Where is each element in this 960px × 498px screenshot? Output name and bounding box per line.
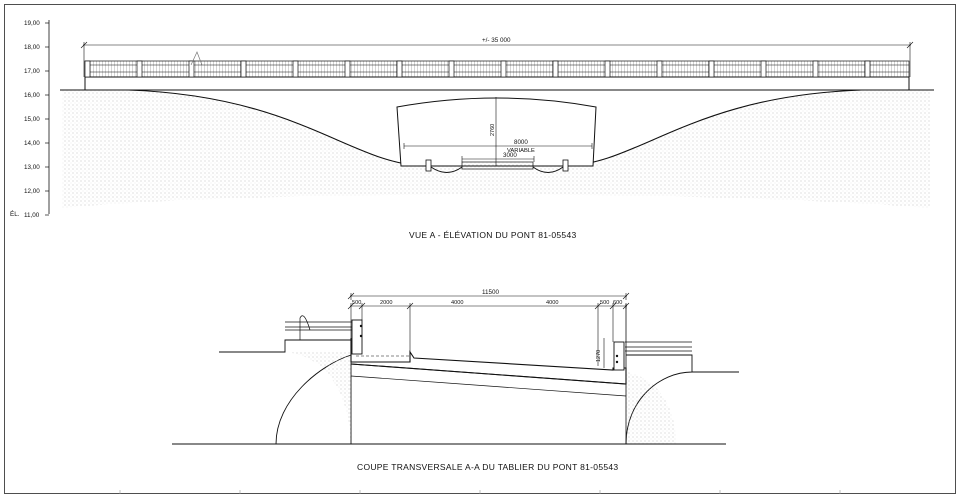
- dim-500-right: 500: [600, 300, 609, 306]
- ground-fill: [62, 90, 930, 208]
- railing-post: [500, 60, 507, 78]
- elevation-view: 2760 8000 VARIABLE 3000: [60, 37, 934, 208]
- overall-length-label: +/- 35 000: [482, 37, 511, 44]
- railing-post: [656, 60, 663, 78]
- right-footing: [562, 159, 569, 172]
- railing-post: [812, 60, 819, 78]
- scale-label: 17,00: [24, 68, 40, 75]
- dim-4000-b: 4000: [546, 300, 558, 306]
- railing-post: [604, 60, 611, 78]
- railing-post: [448, 60, 455, 78]
- elevation-scale: 19,00 18,00 17,00 16,00 15,00 14,00 13,00 12,00…: [10, 20, 50, 219]
- railing-post: [864, 60, 871, 78]
- right-curb-post: [613, 341, 625, 371]
- elevation-prefix: ÉL.: [10, 209, 20, 218]
- dim-600: 600: [613, 300, 622, 306]
- left-footing: [425, 159, 432, 172]
- cross-section-title: COUPE TRANSVERSALE A-A DU TABLIER DU PON…: [357, 462, 619, 472]
- scale-label: 11,00: [24, 212, 40, 219]
- total-width-label: 11500: [482, 289, 500, 296]
- utility-sign: [190, 51, 203, 66]
- cross-section: 11500 500 2000 4000 4000 500 600 1270: [172, 289, 739, 445]
- elevation-view-title: VUE A - ÉLÉVATION DU PONT 81-05543: [409, 230, 577, 240]
- stream-channel: [461, 161, 534, 170]
- curb-height-label: 1270: [596, 350, 602, 362]
- scale-label: 15,00: [24, 116, 40, 123]
- railing-post: [708, 60, 715, 78]
- railing-post: [188, 60, 195, 78]
- culvert-arch: [396, 97, 597, 167]
- dim-2000: 2000: [380, 300, 392, 306]
- railing-post: [84, 60, 91, 78]
- scale-label: 14,00: [24, 140, 40, 147]
- channel-width-dim: [461, 156, 535, 162]
- culvert-height-label: 2760: [490, 124, 496, 136]
- scale-label: 18,00: [24, 44, 40, 51]
- overall-length-dim: [80, 41, 914, 77]
- total-width-dim: [347, 292, 630, 300]
- railing-post: [760, 60, 767, 78]
- bridge-railing: [84, 60, 910, 78]
- bridge-deck: [84, 76, 910, 91]
- culvert-width-dim: [403, 143, 593, 149]
- scale-label: 13,00: [24, 164, 40, 171]
- dim-500-left: 500: [352, 300, 361, 306]
- deck-slab: [350, 338, 627, 385]
- left-curb-post: [351, 319, 363, 355]
- right-railing: [625, 341, 692, 352]
- channel-width-label: 3000: [503, 152, 517, 159]
- stream-bed: [430, 166, 564, 173]
- railing-post: [136, 60, 143, 78]
- sheet-border-ticks: [119, 490, 841, 494]
- railing-post: [344, 60, 351, 78]
- subwidth-dims: [347, 302, 630, 366]
- curb-bolts: [359, 324, 619, 364]
- scale-label: 12,00: [24, 188, 40, 195]
- variable-label: VARIABLE: [507, 148, 535, 154]
- left-railing: [285, 315, 352, 340]
- railing-post: [240, 60, 247, 78]
- scale-label: 19,00: [24, 20, 40, 27]
- scale-label: 16,00: [24, 92, 40, 99]
- railing-post: [552, 60, 559, 78]
- culvert-width-label: 8000: [514, 139, 528, 146]
- railing-post: [292, 60, 299, 78]
- dim-4000-a: 4000: [451, 300, 463, 306]
- railing-post: [396, 60, 403, 78]
